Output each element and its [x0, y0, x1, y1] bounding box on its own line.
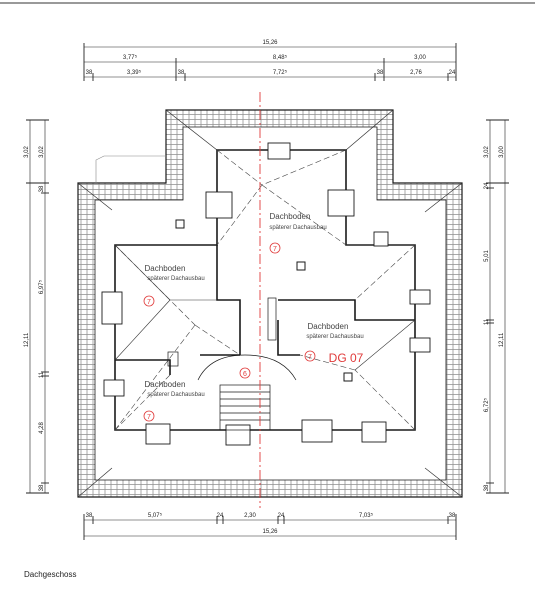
room-1-name: Dachboden [270, 212, 311, 221]
dim-right-outer-1: 3,00 [499, 146, 505, 158]
bottom-dimensions [83, 514, 457, 540]
dim-top-r2-2: 3,39⁵ [127, 69, 142, 76]
dim-left-inner-6: 38 [39, 484, 45, 491]
dim-left-inner-1: 3,02 [39, 146, 45, 158]
dim-bot-1: 38 [86, 513, 93, 519]
marker-1: 7 [273, 246, 277, 253]
marker-4: 7 [147, 414, 151, 421]
dim-bot-7: 38 [449, 513, 456, 519]
dim-right-inner-5: 6,72⁵ [483, 397, 490, 412]
roof-hatches [175, 219, 353, 382]
marker-5: 6 [243, 371, 247, 378]
room-3-sub: späterer Dachausbau [306, 334, 363, 340]
marker-2: 7 [147, 299, 151, 306]
dim-right-inner-4: 11 [484, 318, 490, 325]
dim-right-inner-3: 5,01 [484, 250, 490, 262]
room-4-name: Dachboden [145, 380, 186, 389]
dim-bot-5: 24 [278, 513, 285, 519]
dim-right-inner-6: 38 [484, 484, 490, 491]
dim-bot-2: 5,07⁵ [148, 512, 163, 519]
dim-top-r2-5: 38 [377, 70, 384, 76]
dim-top-r2-3: 38 [178, 70, 185, 76]
dim-left-inner-4: 11 [39, 371, 45, 378]
dim-top-r2-1: 38 [86, 70, 93, 76]
staircase [167, 297, 297, 431]
room-4-sub: späterer Dachausbau [147, 392, 204, 398]
room-2-name: Dachboden [145, 264, 186, 273]
dim-top-1: 3,77⁵ [123, 54, 138, 61]
top-dimensions [83, 43, 457, 81]
plan-caption: Dachgeschoss [24, 570, 77, 579]
dim-bot-total: 15,26 [262, 529, 278, 535]
dim-bot-4: 2,30 [244, 513, 256, 519]
roof-inner [94, 126, 447, 481]
floor-label: DG 07 [329, 351, 364, 365]
dim-left-outer-2: 12,11 [24, 332, 30, 347]
dim-left-inner-2: 38 [39, 185, 45, 192]
room-3-name: Dachboden [308, 322, 349, 331]
marker-3: 7 [308, 354, 312, 361]
room-1-sub: späterer Dachausbau [269, 225, 326, 231]
dim-top-total: 15,26 [262, 40, 278, 46]
roof-hips [77, 109, 463, 498]
dim-left-inner-3: 6,97⁵ [38, 279, 45, 294]
porch-outline [95, 155, 166, 183]
dim-top-r2-4: 7,72⁵ [273, 69, 288, 76]
right-dimensions [486, 119, 509, 494]
room-2-sub: späterer Dachausbau [147, 276, 204, 282]
dim-top-2: 8,48⁵ [273, 54, 288, 61]
dim-top-r2-7: 24 [449, 70, 456, 76]
dim-bot-6: 7,03⁵ [359, 512, 374, 519]
left-dimensions [26, 119, 49, 494]
dim-right-inner-2: 24 [484, 182, 490, 189]
dim-right-outer-2: 12,11 [499, 332, 505, 347]
dim-bot-3: 24 [217, 513, 224, 519]
dim-top-3: 3,00 [414, 55, 426, 61]
dim-top-r2-6: 2,76 [410, 70, 422, 76]
dim-left-inner-5: 4,28 [39, 422, 45, 434]
dim-left-outer-1: 3,02 [24, 146, 30, 158]
room-markers [143, 242, 316, 422]
dormers [101, 142, 431, 446]
dim-right-inner-1: 3,02 [484, 146, 490, 158]
